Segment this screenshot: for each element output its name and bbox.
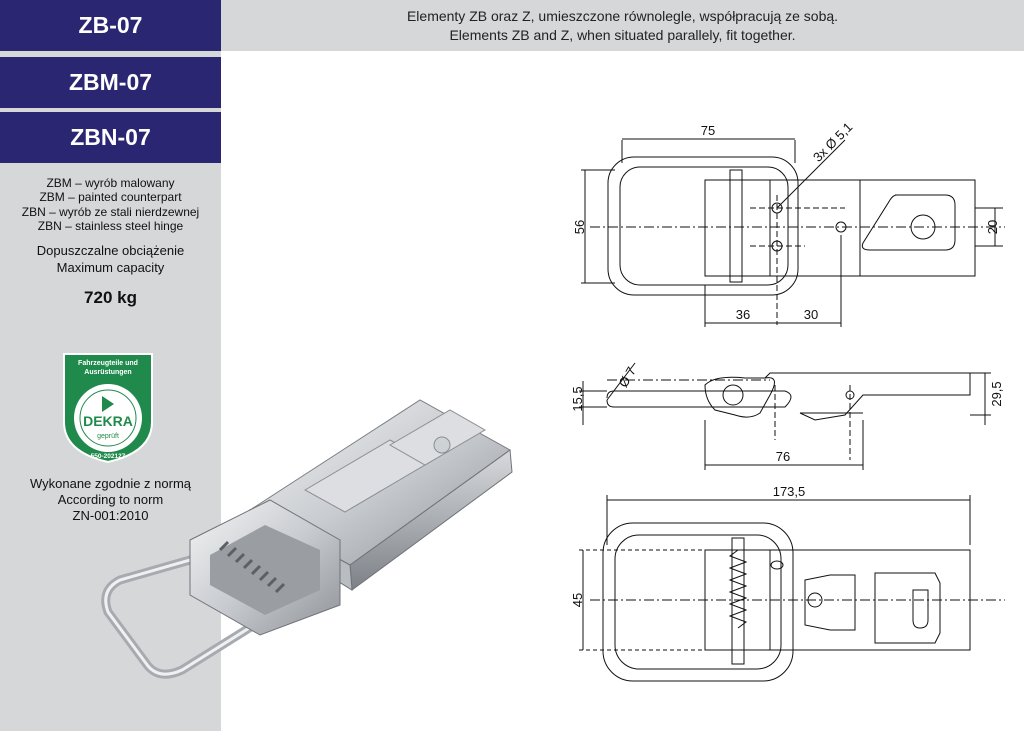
variant-list: ZBM – wyrób malowany ZBM – painted count…: [0, 176, 221, 234]
technical-drawings: 75 3x Ø 5,1 56 20 36 30 Ø 7 15,5 29,5 76…: [570, 119, 1005, 682]
dekra-certification-badge: Fahrzeugteile und Ausrüstungen DEKRA gep…: [63, 353, 153, 464]
dim-side-bottom: 76: [776, 449, 790, 464]
dim-side-right: 29,5: [989, 381, 1004, 406]
product-code-zbm: ZBM-07: [0, 57, 221, 108]
dim-height: 56: [572, 220, 587, 234]
front-view: [579, 495, 1005, 682]
dim-bottom-left: 36: [736, 307, 750, 322]
badge-line2: Ausrüstungen: [84, 369, 131, 376]
dim-top-width: 75: [701, 123, 715, 138]
norm-label-pl: Wykonane zgodnie z normą: [29, 476, 192, 491]
product-code-zb: ZB-07: [0, 0, 221, 51]
variant-line: ZBN – stainless steel hinge: [37, 219, 184, 234]
product-code-zbn: ZBN-07: [0, 112, 221, 163]
header-text: Elementy ZB oraz Z, umieszczone równoleg…: [221, 7, 1024, 45]
side-view: [579, 362, 991, 470]
badge-checked: geprüft: [97, 433, 119, 440]
variant-line: ZBM – wyrób malowany: [46, 176, 175, 190]
dekra-logo-icon: [102, 396, 114, 412]
dim-right-height: 20: [985, 220, 1000, 234]
norm-label-en: According to norm: [57, 492, 164, 507]
norm-info: Wykonane zgodnie z normą According to no…: [0, 476, 221, 524]
variant-line: ZBM – painted counterpart: [39, 190, 182, 205]
dim-holes: 3x Ø 5,1: [810, 119, 855, 164]
capacity-label-pl: Dopuszczalne obciążenie: [36, 243, 185, 258]
dim-total-length: 173,5: [773, 484, 806, 499]
dim-wire: Ø 7: [616, 364, 639, 390]
dim-side-left: 15,5: [570, 386, 585, 411]
badge-number: 550-202127: [91, 453, 126, 460]
header-band: [221, 0, 1024, 51]
product-photo: [101, 399, 513, 679]
dim-front-height: 45: [570, 593, 585, 607]
header-line-en: Elements ZB and Z, when situated paralle…: [449, 27, 796, 43]
header-line-pl: Elementy ZB oraz Z, umieszczone równoleg…: [406, 8, 839, 24]
badge-line1: Fahrzeugteile und: [78, 360, 138, 367]
capacity-label: Dopuszczalne obciążenie Maximum capacity: [0, 243, 221, 276]
top-view: [581, 138, 1005, 327]
badge-brand: DEKRA: [83, 413, 133, 429]
capacity-label-en: Maximum capacity: [56, 259, 165, 275]
capacity-value: 720 kg: [84, 288, 137, 307]
variant-line: ZBN – wyrób ze stali nierdzewnej: [21, 204, 200, 219]
dim-bottom-right: 30: [804, 307, 818, 322]
norm-code: ZN-001:2010: [72, 508, 149, 523]
